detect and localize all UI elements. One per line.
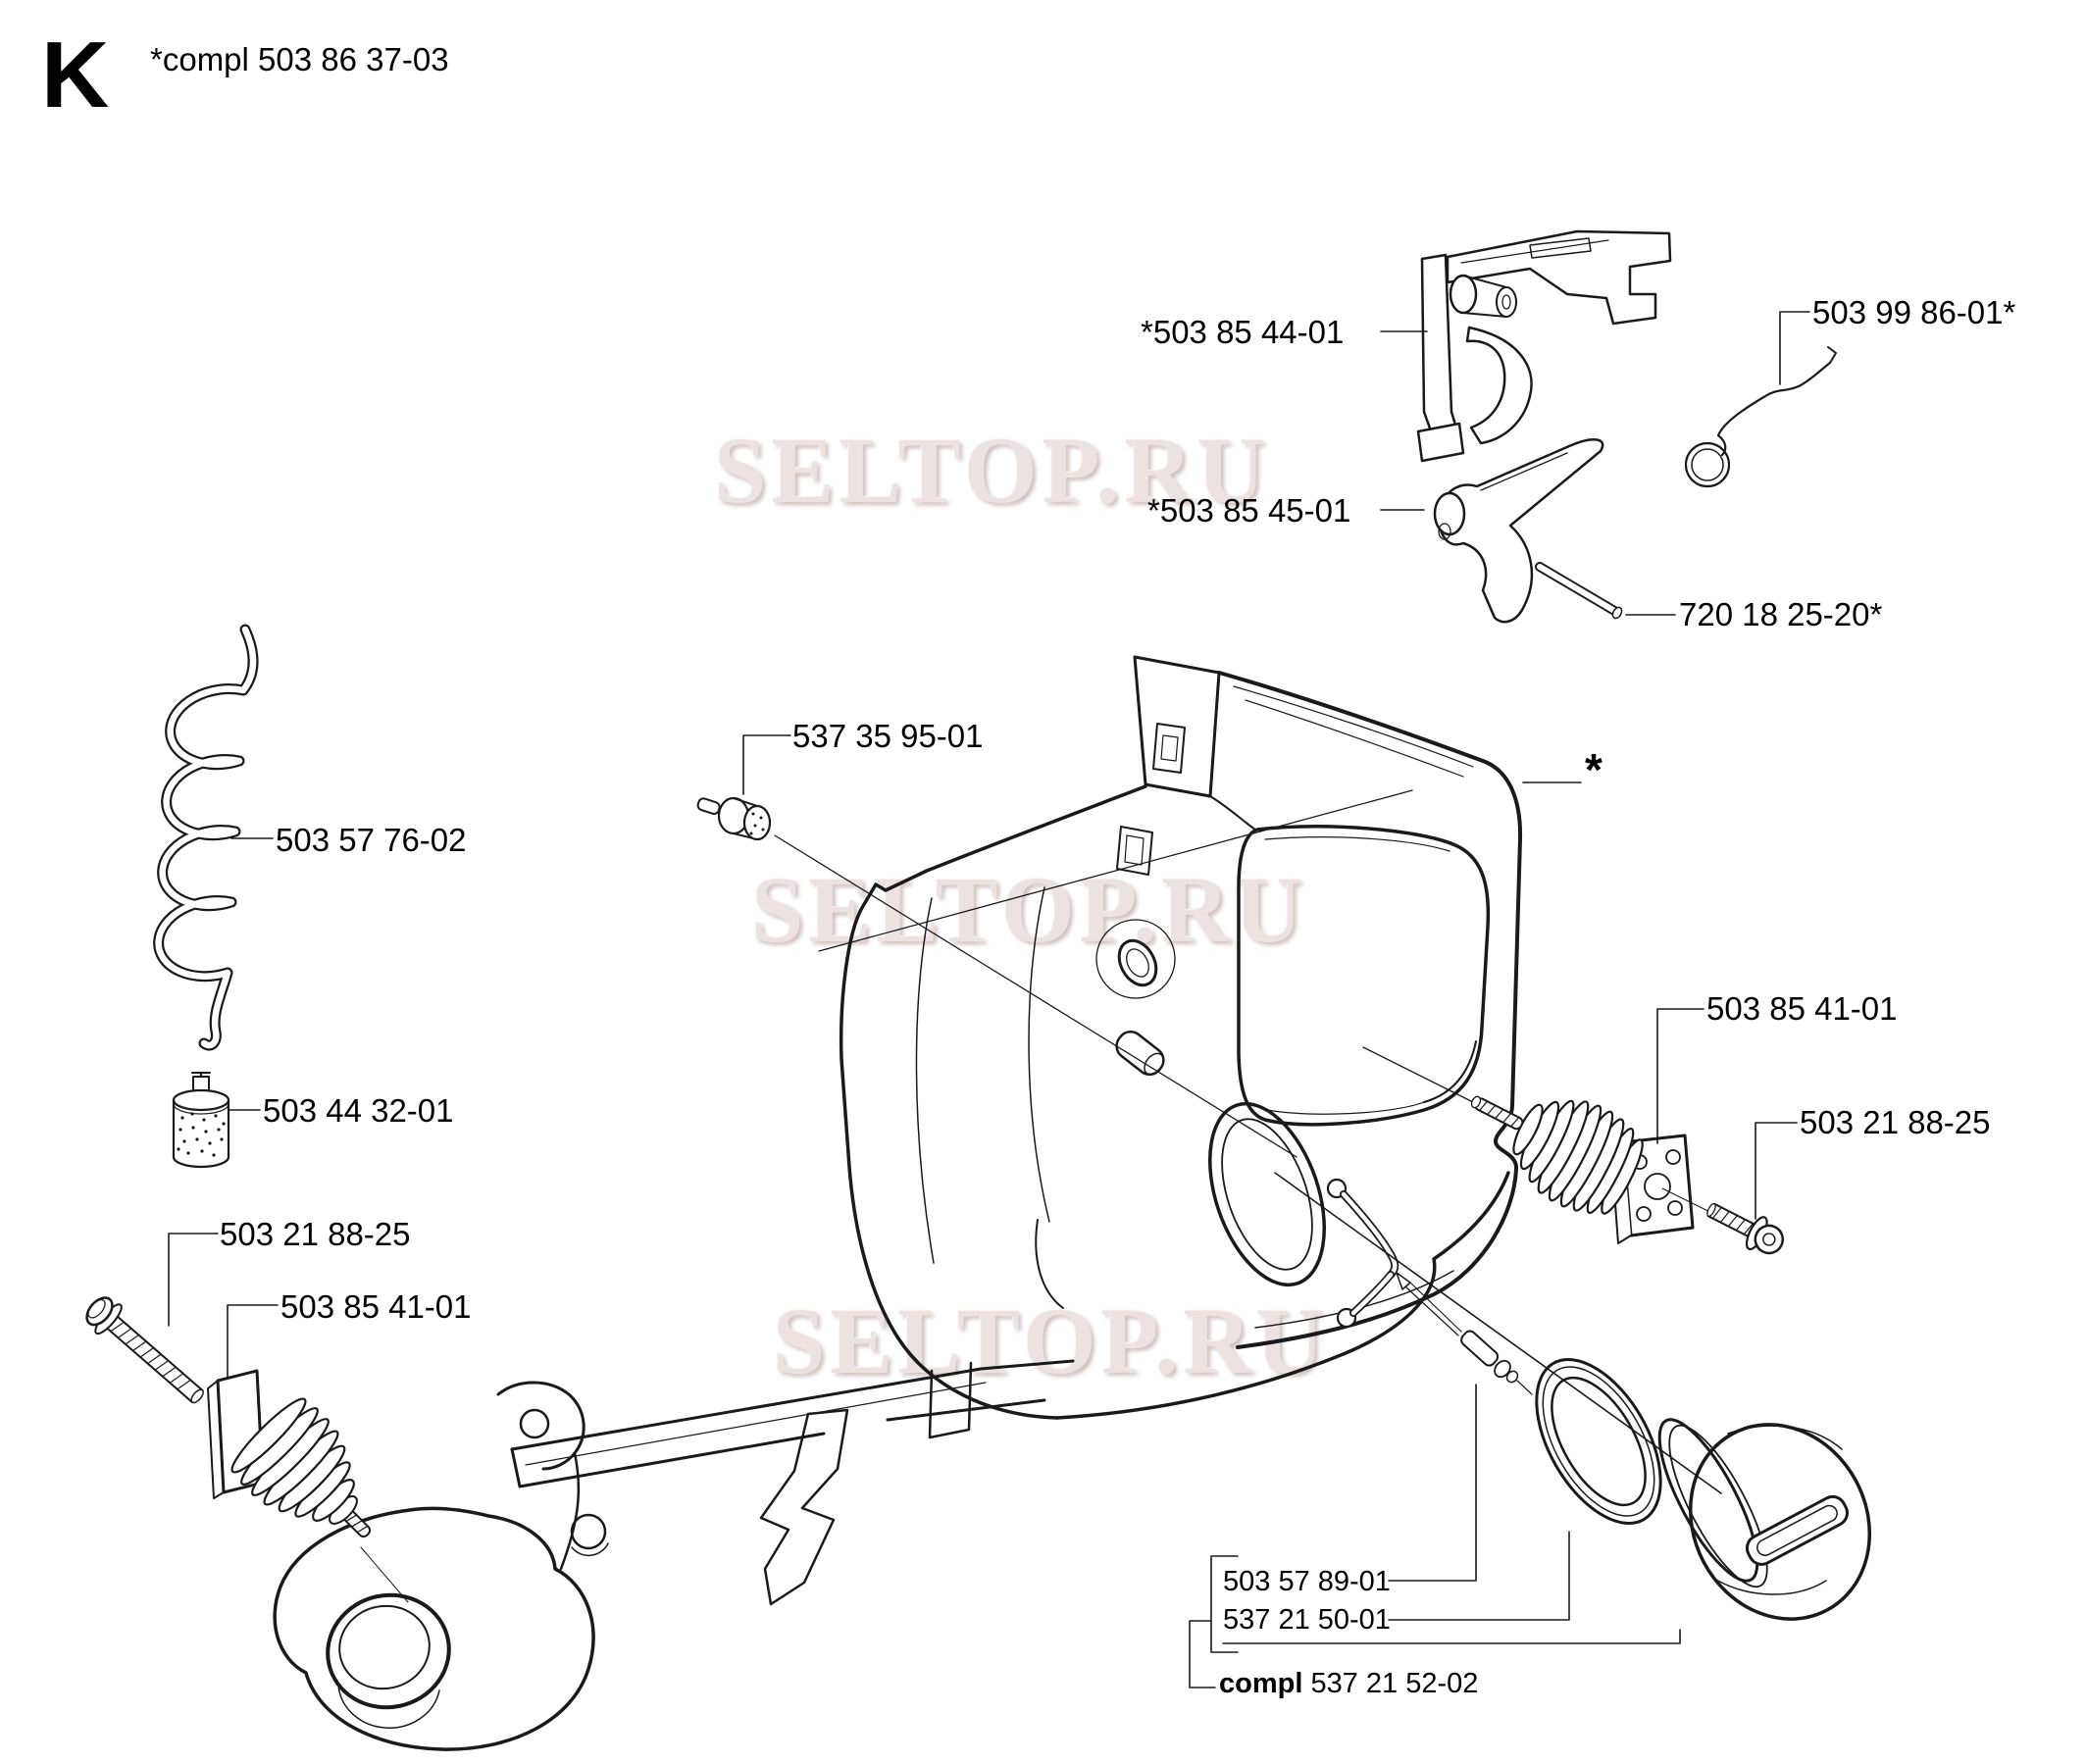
label-cap-complete: compl 537 21 52-02 [1219, 1668, 1478, 1700]
assembly-header-prefix: *compl [150, 41, 249, 77]
label-spiral-hose: 503 57 76-02 [276, 822, 467, 858]
label-cap-gasket: 537 21 50-01 [1223, 1604, 1391, 1636]
label-throttle-trigger: *503 85 44-01 [1141, 314, 1345, 350]
assembly-header: *compl 503 86 37-03 [150, 41, 449, 78]
label-bolt-right: 503 21 88-25 [1800, 1104, 1991, 1140]
throttle-wire-drawing [1684, 346, 1837, 488]
fuel-cap-drawing [1657, 1418, 1872, 1621]
tank-foot-drawing [273, 1359, 1075, 1751]
label-pin: 720 18 25-20* [1679, 596, 1883, 632]
bolt-left-drawing [85, 1296, 204, 1404]
watermark-seltop-top: SELTOP.RU [714, 418, 1271, 523]
section-letter: K [41, 23, 110, 127]
throttle-trigger-drawing [1416, 229, 1672, 463]
label-av-spring-right: 503 85 41-01 [1706, 990, 1898, 1027]
spiral-hose-drawing [153, 624, 259, 1051]
small-filter-drawing [696, 796, 772, 841]
av-spring-left-drawing [207, 1369, 372, 1538]
label-cap-retainer: 503 57 89-01 [1223, 1566, 1391, 1597]
cap-gasket-drawing [1535, 1357, 1662, 1526]
label-av-spring-left: 503 85 41-01 [280, 1288, 472, 1325]
pin-drawing [1535, 562, 1623, 620]
label-cap-complete-number: 537 21 52-02 [1310, 1668, 1479, 1699]
throttle-lockout-drawing [1433, 438, 1604, 624]
assembly-header-number: 503 86 37-03 [258, 41, 449, 77]
label-handle-asterisk: * [1585, 744, 1603, 795]
leader-lines [168, 311, 1810, 1688]
fuel-filter-drawing [172, 1072, 230, 1169]
label-bolt-left: 503 21 88-25 [220, 1216, 411, 1252]
av-spring-right-drawing [1362, 1046, 1735, 1244]
cap-retainer-drawing [1326, 1178, 1533, 1395]
label-throttle-lockout: *503 85 45-01 [1147, 492, 1351, 529]
label-cap-complete-prefix: compl [1219, 1668, 1303, 1699]
alignment-lines [774, 789, 1722, 1494]
watermark-seltop-bottom: SELTOP.RU [773, 1288, 1330, 1393]
label-throttle-wire: 503 99 86-01* [1812, 294, 2016, 330]
bolt-right-drawing [1706, 1202, 1785, 1255]
label-fuel-filter: 503 44 32-01 [263, 1092, 454, 1129]
label-small-filter: 537 35 95-01 [792, 718, 984, 754]
tank-handle-drawing [839, 655, 1523, 1420]
